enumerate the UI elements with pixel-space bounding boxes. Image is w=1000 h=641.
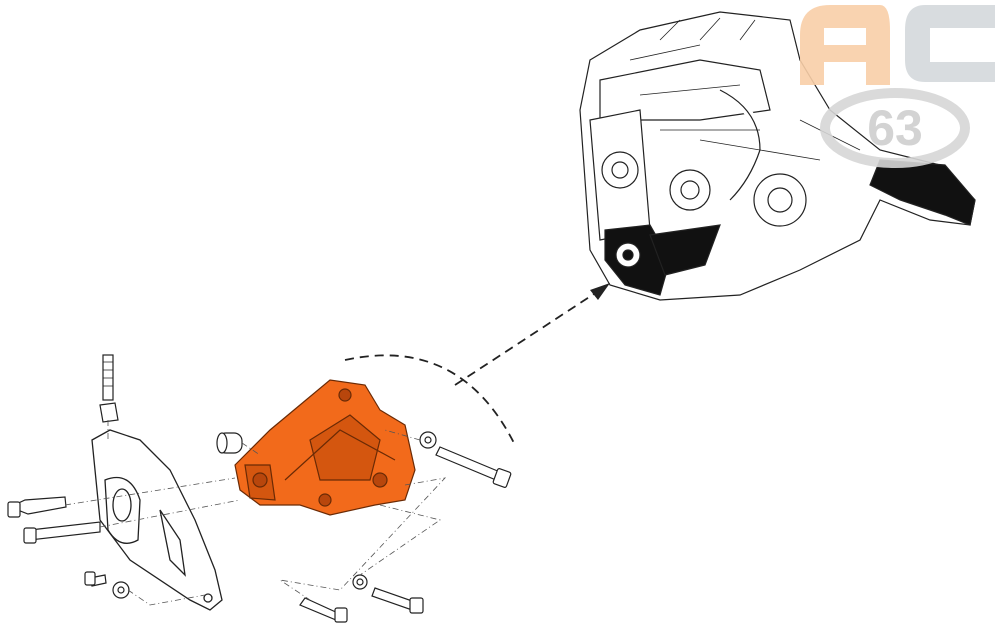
- bushing: [216, 432, 243, 454]
- leader-lines: [64, 420, 447, 606]
- engine-mount-bracket: [234, 379, 416, 516]
- mount-bolts: [7, 431, 512, 623]
- arrow-head-icon: [590, 283, 610, 300]
- engine-mount: [91, 429, 223, 611]
- engine-assembly: [579, 11, 976, 301]
- ac63-logo: 63: [800, 5, 995, 168]
- svg-text:63: 63: [867, 100, 923, 156]
- nut: [99, 402, 119, 423]
- stud: [99, 354, 119, 423]
